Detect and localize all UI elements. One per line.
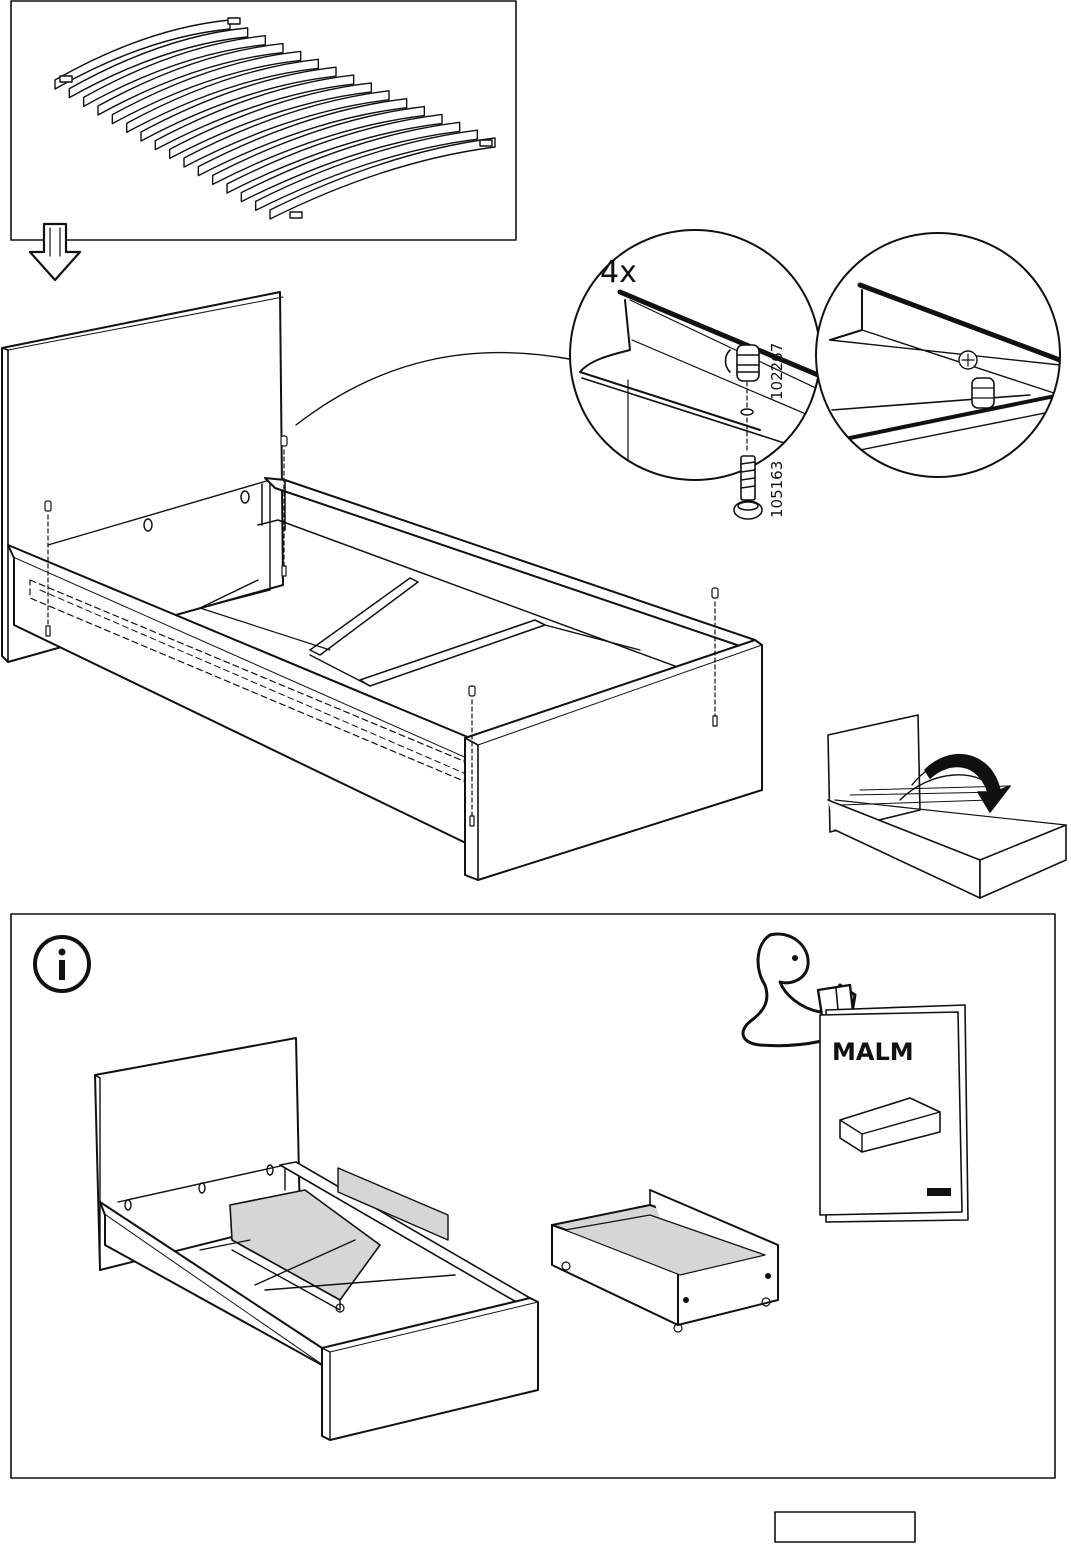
slat (197, 97, 408, 177)
detail-circle-installed (815, 232, 1061, 478)
malm-manual-booklet (819, 1004, 969, 1223)
drawer-unit (551, 1189, 779, 1333)
rotate-arrow-icon (924, 754, 1011, 813)
booklet-logo: IKEA (931, 1190, 947, 1197)
bed-frame-assembly (1, 291, 763, 881)
slatted-bed-base (54, 17, 496, 220)
screw (281, 565, 287, 577)
slat (82, 35, 267, 108)
bolt (711, 587, 719, 599)
slat (254, 129, 479, 212)
slat (111, 50, 302, 125)
footboard (464, 639, 763, 881)
bolt-markers (44, 435, 719, 827)
slats-insert-thumbnail (827, 714, 1067, 899)
drawer-under-bed (229, 1189, 381, 1301)
slat-holder-tab (59, 75, 73, 83)
screw (469, 815, 475, 827)
booklet-title: MALM (832, 1038, 914, 1066)
bolt (44, 500, 52, 512)
screw (712, 715, 718, 727)
slat (183, 90, 390, 168)
slat (140, 66, 337, 142)
slat (125, 58, 320, 134)
slat (168, 82, 373, 160)
slat (54, 19, 231, 90)
part-number-screw: 105163 (768, 461, 786, 518)
slat (269, 137, 496, 220)
bolt (280, 435, 288, 447)
slat-holder-tab (227, 17, 241, 25)
slat-holder-tab (289, 211, 303, 219)
slat (154, 74, 355, 151)
slatted-base-panel (10, 0, 517, 241)
slat (68, 27, 249, 99)
bed-with-drawers (94, 1037, 539, 1441)
bolt (468, 685, 476, 697)
screw-part (733, 455, 763, 520)
quantity-label: 4x (600, 255, 637, 290)
slat-holder-tab (479, 139, 493, 147)
slat (240, 121, 461, 203)
screw (45, 625, 51, 637)
slat (211, 105, 426, 186)
info-panel: MALM IKEA (10, 913, 1056, 1479)
detail-circle-bolt: 4x 102267 105163 (569, 229, 821, 520)
page-number-box (774, 1511, 916, 1543)
center-support-beam (359, 619, 546, 687)
part-number-cam: 102267 (768, 343, 786, 400)
side-rail-back (264, 477, 756, 647)
cam-bolt-part (724, 344, 760, 382)
info-icon (33, 935, 91, 993)
slat (97, 42, 284, 116)
slat (226, 113, 443, 194)
down-arrow-icon (28, 222, 82, 282)
